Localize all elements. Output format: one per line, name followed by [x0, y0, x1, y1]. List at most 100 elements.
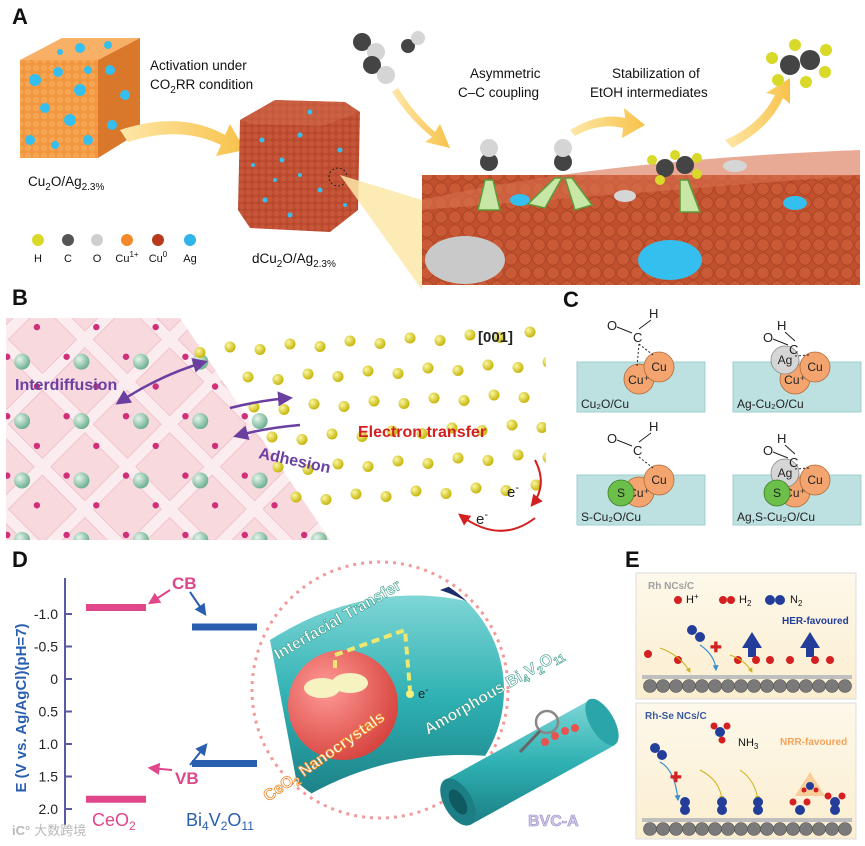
overlayer-atom	[482, 359, 494, 371]
overlayer-atom	[476, 425, 488, 436]
tick-label: 2.0	[39, 801, 59, 817]
oxygen-site	[122, 353, 130, 360]
oxygen-site	[93, 502, 100, 509]
oxygen-site	[152, 383, 159, 390]
substrate-atom	[192, 531, 209, 540]
overlayer-atom	[272, 374, 284, 385]
surface-atom	[773, 822, 787, 836]
overlayer-atom	[314, 341, 326, 352]
substrate-atom	[132, 472, 149, 489]
ceo2-nanocrystal	[288, 650, 398, 760]
surface-atom	[643, 822, 657, 836]
substrate-atom	[73, 531, 90, 540]
overlayer-atom	[326, 428, 338, 440]
her-scenario: Rh NCs/C H+ H2 N2 HER-favoured ✚	[635, 572, 857, 700]
overlayer-atom	[392, 368, 404, 379]
oxygen-site	[6, 472, 11, 479]
overlayer-atom	[254, 344, 266, 355]
panel-e-label: E	[625, 547, 640, 572]
overlayer-atom	[398, 398, 410, 409]
overlayer-atom	[272, 461, 284, 473]
panel-a-label: A	[12, 4, 28, 29]
activation-line1: Activation under	[150, 58, 247, 73]
vb-arrow-blue	[189, 743, 208, 766]
overlayer-atom	[338, 401, 350, 412]
surface-atom	[721, 679, 735, 693]
legend-label-5: Ag	[183, 253, 196, 265]
electron-e2: e-	[476, 509, 488, 528]
interdiffusion-label: Interdiffusion	[15, 377, 117, 394]
energy-axis-label: E (V vs. Ag/AgCl)(pH=7)	[13, 623, 30, 792]
surface-atom	[656, 822, 670, 836]
bivo-label: Bi4V2O11	[186, 810, 254, 833]
oxygen-site	[33, 323, 41, 331]
nrr-scenario: Rh-Se NCs/C NH3 NRR-favoured ✚	[635, 702, 857, 840]
legend-n2: N2	[790, 594, 803, 608]
surface-atom	[812, 822, 826, 836]
legend-label-3: Cu1+	[115, 250, 139, 265]
electron-arrow-1	[530, 459, 543, 507]
overlayer-atom	[290, 491, 302, 503]
overlayer-atom	[392, 455, 404, 467]
oxygen-site	[93, 323, 100, 331]
electron-transfer-label: Electron transfer	[358, 424, 486, 441]
rh-title: Rh NCs/C	[648, 581, 694, 592]
o-atom-label: O	[607, 431, 617, 446]
adhesion-arrow-2	[233, 423, 301, 441]
overlayer-atom	[446, 422, 458, 434]
svg-text:✚: ✚	[670, 769, 682, 785]
oxygen-site	[122, 412, 130, 420]
oxygen-site	[93, 442, 100, 450]
legend-label-4: Cu0	[149, 250, 168, 265]
legend-label-0: H	[34, 253, 42, 265]
band-levels	[86, 604, 257, 803]
oxygen-site	[63, 353, 70, 360]
surface-atom	[812, 679, 826, 693]
substrate-atom	[132, 413, 149, 430]
legend-swatch-1	[62, 234, 74, 246]
legend-h2: H2	[739, 594, 752, 608]
oxygen-site	[300, 531, 308, 539]
gas-co-molecules	[353, 31, 425, 84]
surface-atom	[799, 679, 813, 693]
oxygen-site	[241, 472, 248, 479]
oxygen-site	[6, 531, 11, 539]
surface-atom	[708, 679, 722, 693]
nrr-label: NRR-favoured	[780, 737, 847, 748]
overlayer-atom	[380, 491, 392, 502]
legend-swatch-4	[152, 234, 164, 246]
overlayer-atom	[332, 458, 344, 470]
oxygen-site	[152, 442, 159, 450]
surface-atom	[773, 679, 787, 693]
surface-atom	[786, 822, 800, 836]
surface-atom	[799, 822, 813, 836]
surface-atom	[721, 822, 735, 836]
overlayer-atom	[518, 392, 530, 403]
oxygen-site	[182, 412, 189, 420]
overlayer-atom	[224, 341, 236, 353]
ceo2-label: CeO2	[92, 810, 136, 833]
step2-line1: Stabilization of	[612, 66, 700, 81]
oxygen-site	[33, 383, 41, 390]
overlayer-atom	[278, 404, 290, 415]
overlayer-atom	[356, 431, 368, 442]
surface-atom	[669, 822, 683, 836]
overlayer-atom	[350, 488, 362, 500]
substrate-atom	[14, 531, 31, 540]
bvc-a-label: BVC-A	[528, 813, 579, 830]
overlayer-atom	[296, 434, 308, 445]
adsorbed-co-2	[526, 139, 594, 211]
overlayer-atom	[284, 338, 296, 350]
oxygen-site	[122, 472, 130, 479]
legend-label-1: C	[64, 253, 72, 265]
overlayer-atom	[428, 392, 440, 404]
surface-atom	[747, 822, 761, 836]
surface-atom	[825, 679, 839, 693]
cu-label: Cu	[651, 473, 666, 487]
legend-swatch-5	[184, 234, 196, 246]
overlayer-atom	[374, 338, 386, 349]
oxygen-site	[33, 442, 41, 450]
